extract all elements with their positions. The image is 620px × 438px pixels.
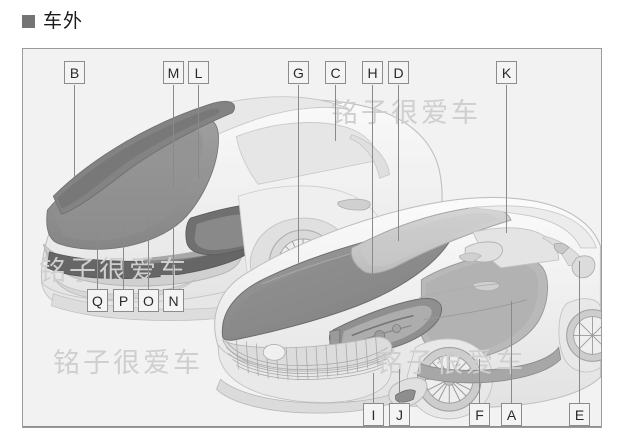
callout-E[interactable]: E [569, 403, 590, 426]
leader-line-C [335, 85, 336, 141]
callout-Q[interactable]: Q [87, 289, 108, 312]
leader-line-K [506, 85, 507, 233]
rear-window-highlight [53, 130, 204, 241]
callout-P[interactable]: P [113, 289, 134, 312]
leader-line-A [511, 301, 512, 403]
callout-A[interactable]: A [501, 403, 522, 426]
callout-M[interactable]: M [163, 61, 184, 84]
leader-line-F [479, 359, 480, 403]
leader-line-P [123, 225, 124, 289]
leader-line-B [74, 85, 75, 177]
callout-L[interactable]: L [188, 61, 209, 84]
leader-line-J [399, 369, 400, 403]
callout-K[interactable]: K [496, 61, 517, 84]
front-vehicle-group [214, 197, 601, 420]
grille-mesh [226, 337, 388, 381]
callout-B[interactable]: B [64, 61, 85, 84]
grille-surround [222, 336, 393, 372]
rear-spoiler-shade [57, 108, 220, 209]
callout-N[interactable]: N [163, 289, 184, 312]
leader-line-E [579, 261, 580, 403]
leader-line-D [398, 85, 399, 241]
leader-line-O [148, 219, 149, 289]
callout-C[interactable]: C [325, 61, 346, 84]
leader-line-Q [97, 229, 98, 289]
callout-G[interactable]: G [288, 61, 309, 84]
leader-line-G [298, 85, 299, 263]
rear-door-handle-front-car [553, 242, 570, 255]
leader-line-I [373, 373, 374, 403]
leader-line-L [198, 85, 199, 179]
vehicle-illustration [23, 49, 601, 427]
fuel-filler-door [571, 255, 596, 279]
leader-line-N [173, 215, 174, 289]
headlight-projector-2 [392, 324, 401, 333]
front-door-shade [425, 259, 539, 354]
front-door-handle [472, 281, 500, 292]
drl-strip [351, 314, 414, 337]
rear-door-glass [349, 134, 391, 179]
page-title: 车外 [43, 9, 84, 32]
callout-O[interactable]: O [138, 289, 159, 312]
vehicle-exterior-diagram: 铭子很爱车 铭子很爱车 铭子很爱车 铭子很爱车 B M L G C H D K … [22, 48, 602, 428]
section-header: 车外 [22, 8, 83, 34]
front-roof [469, 205, 598, 249]
taillight-lens [142, 239, 239, 264]
side-mirror-base [458, 252, 482, 263]
windshield-highlight [359, 212, 498, 267]
rear-spoiler [52, 101, 236, 215]
filled-square-icon [22, 14, 35, 28]
callout-J[interactable]: J [389, 403, 410, 426]
callout-D[interactable]: D [388, 61, 409, 84]
leader-line-H [372, 85, 373, 289]
rear-side-glass [235, 122, 379, 185]
callout-F[interactable]: F [469, 403, 490, 426]
fog-lamp [395, 389, 416, 403]
door-crease [423, 299, 527, 321]
callout-I[interactable]: I [363, 403, 384, 426]
callout-H[interactable]: H [362, 61, 383, 84]
shoulder-line [419, 283, 500, 299]
leader-line-M [173, 85, 174, 187]
rear-door-handle [337, 198, 371, 211]
brand-emblem [262, 343, 286, 361]
